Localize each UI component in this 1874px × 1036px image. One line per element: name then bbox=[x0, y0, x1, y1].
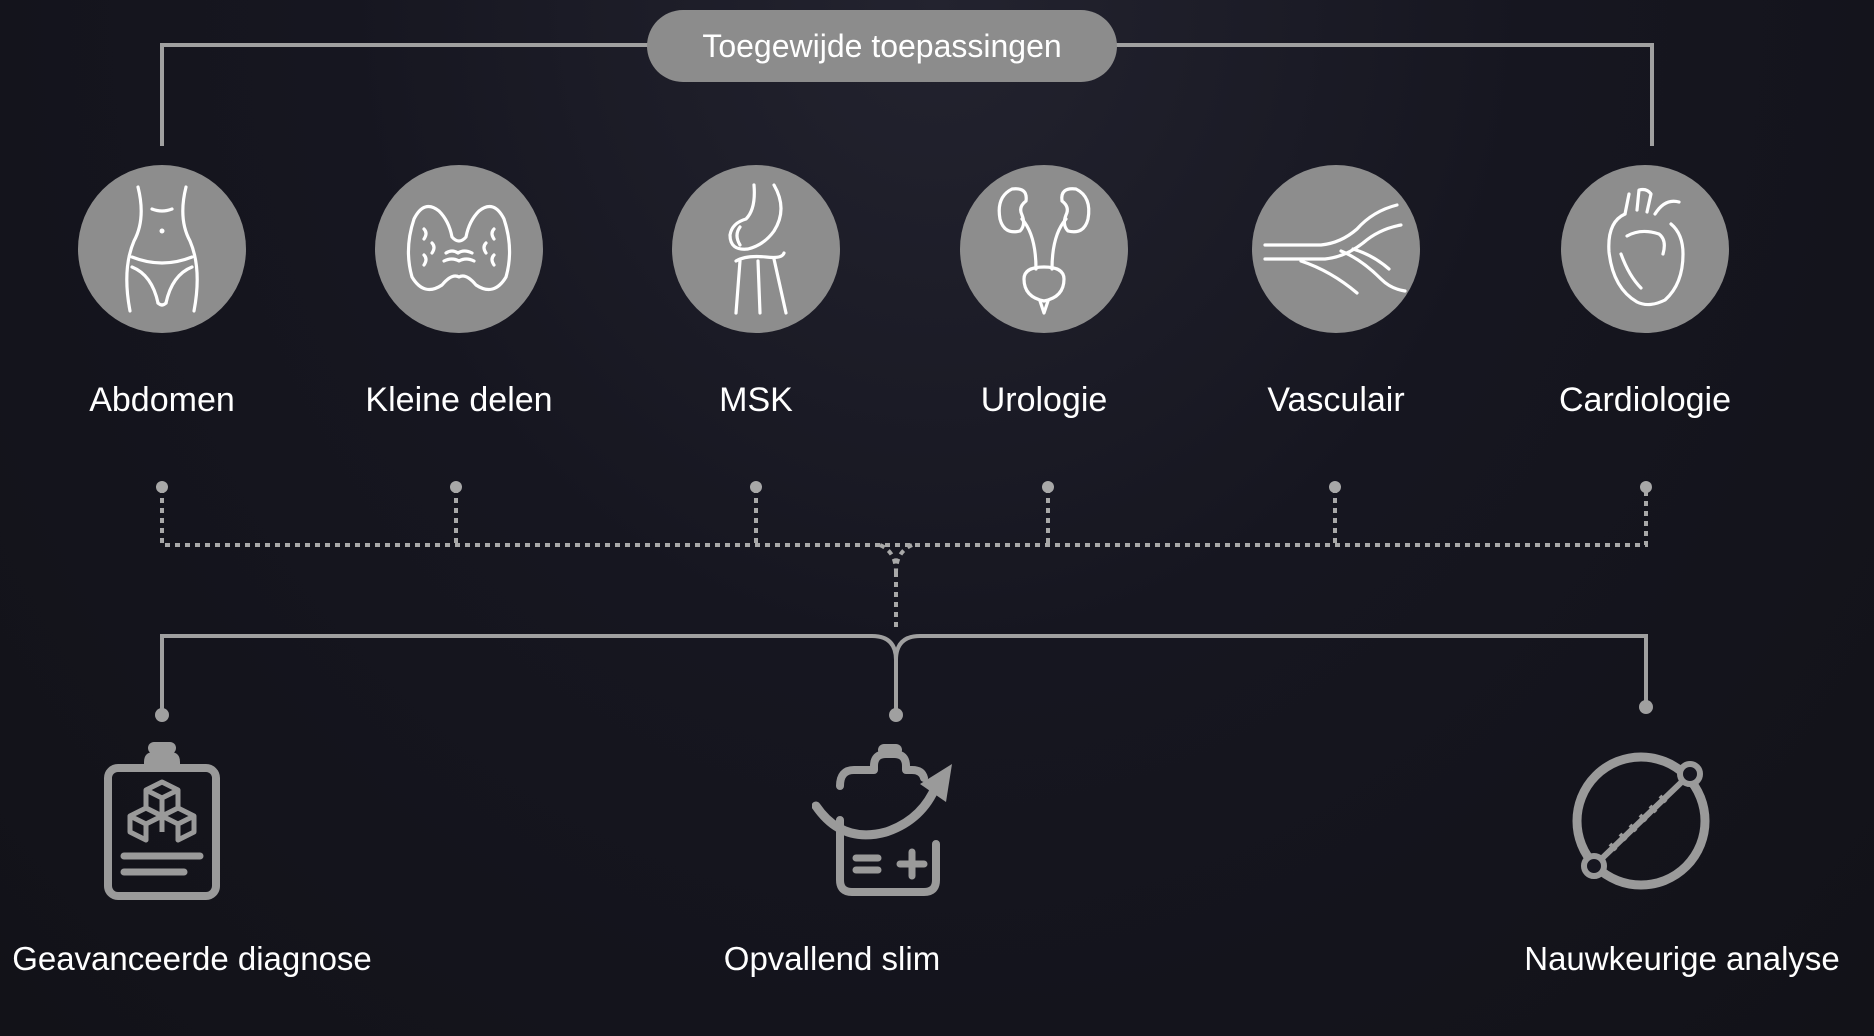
feature-label: Opvallend slim bbox=[723, 940, 941, 977]
clipboard-cubes-icon bbox=[100, 742, 224, 902]
application-vasculair: Vasculair bbox=[1201, 165, 1471, 420]
dot-pins bbox=[156, 481, 1652, 493]
vessels-icon bbox=[1252, 165, 1420, 333]
kidneys-icon bbox=[960, 165, 1128, 333]
heart-icon bbox=[1561, 165, 1729, 333]
feature-label: Nauwkeurige analyse bbox=[1524, 940, 1840, 977]
application-cardiologie: Cardiologie bbox=[1510, 165, 1780, 420]
application-label: Urologie bbox=[980, 381, 1108, 419]
bottom-pins bbox=[155, 700, 1653, 722]
application-msk: MSK bbox=[621, 165, 891, 420]
application-kleine-delen: Kleine delen bbox=[324, 165, 594, 420]
feature-nauwkeurige-analyse: Nauwkeurige analyse bbox=[1490, 940, 1874, 978]
bottom-bracket-line bbox=[160, 634, 1648, 712]
application-label: Cardiologie bbox=[1559, 381, 1731, 419]
knee-icon bbox=[672, 165, 840, 333]
application-abdomen: Abdomen bbox=[27, 165, 297, 420]
header-pill: Toegewijde toepassingen bbox=[647, 10, 1117, 82]
feature-opvallend-slim: Opvallend slim bbox=[620, 940, 1044, 978]
application-urologie: Urologie bbox=[909, 165, 1179, 420]
thyroid-icon bbox=[375, 165, 543, 333]
header-title: Toegewijde toepassingen bbox=[702, 27, 1062, 64]
application-label: Kleine delen bbox=[365, 381, 553, 419]
measure-circle-icon bbox=[1566, 746, 1716, 896]
feature-label: Geavanceerde diagnose bbox=[12, 940, 372, 977]
application-label: Vasculair bbox=[1267, 381, 1405, 419]
clipboard-arrow-icon bbox=[811, 740, 962, 900]
dotted-network bbox=[160, 488, 1648, 630]
feature-geavanceerde-diagnose: Geavanceerde diagnose bbox=[0, 940, 384, 978]
application-label: Abdomen bbox=[89, 381, 235, 419]
application-label: MSK bbox=[719, 381, 793, 419]
abdomen-icon bbox=[78, 165, 246, 333]
top-bracket-line bbox=[160, 43, 1654, 146]
